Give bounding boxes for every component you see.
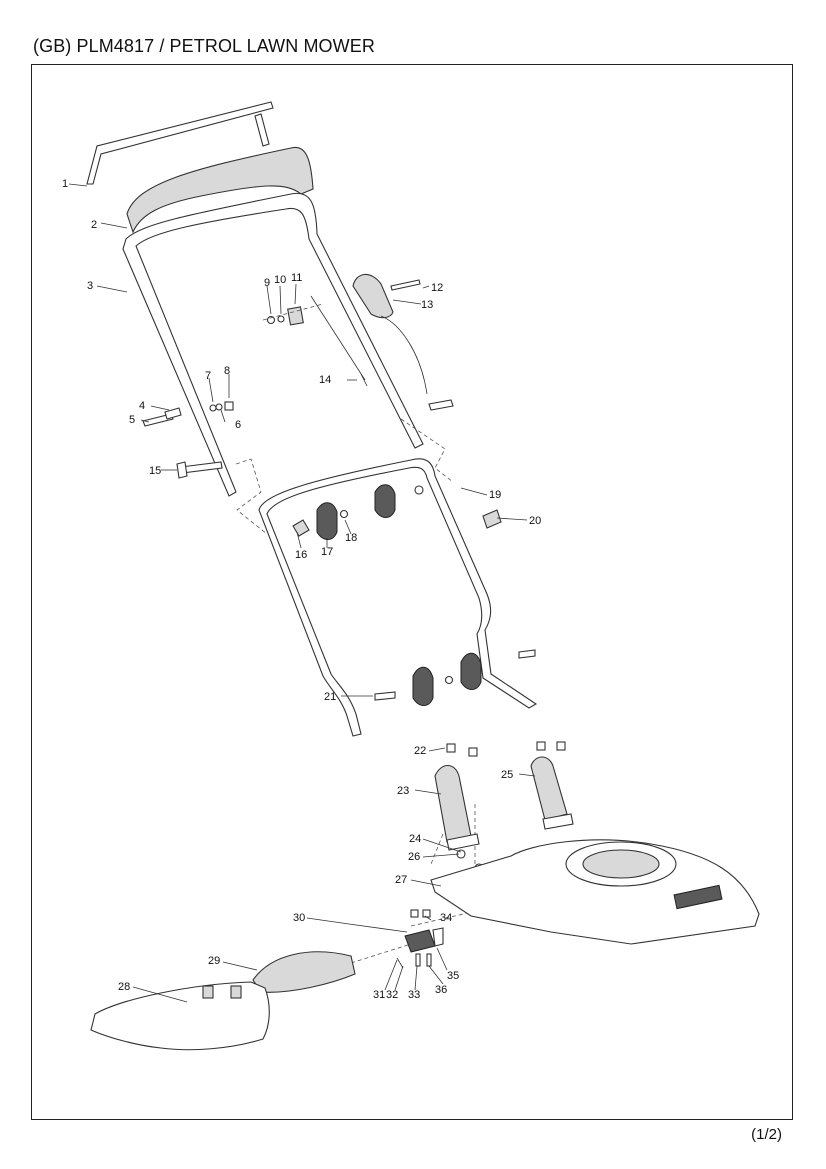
callout-10: 10 [274, 274, 286, 286]
part-12-13-throttle [352, 273, 454, 411]
part-21-lower-knob-assembly [374, 649, 536, 706]
callout-30: 30 [293, 912, 305, 924]
callout-1: 1 [62, 178, 68, 190]
part-1-bail-bar [86, 101, 274, 185]
page-number: (1/2) [751, 1126, 782, 1143]
part-3-upper-handle [122, 192, 424, 497]
parts-30-36-rear-hinge [348, 909, 444, 969]
callout-14: 14 [319, 374, 331, 386]
callout-28: 28 [118, 981, 130, 993]
part-15-knob-bolt [176, 461, 223, 479]
page-title: (GB) PLM4817 / PETROL LAWN MOWER [33, 36, 375, 56]
callout-9: 9 [264, 277, 270, 289]
callout-6: 6 [235, 419, 241, 431]
callout-22: 22 [414, 745, 426, 757]
callout-16: 16 [295, 549, 307, 561]
callout-leader-lines [68, 183, 536, 1003]
callout-24: 24 [409, 833, 421, 845]
callout-13: 13 [421, 299, 433, 311]
diagram-frame [31, 64, 793, 1120]
callout-29: 29 [208, 955, 220, 967]
part-20-cable-clip [482, 509, 502, 529]
callout-20: 20 [529, 515, 541, 527]
part-28-grass-bag [90, 981, 270, 1051]
callout-27: 27 [395, 874, 407, 886]
callout-21: 21 [324, 691, 336, 703]
callout-15: 15 [149, 465, 161, 477]
parts-22-26-height-brackets [434, 741, 574, 873]
callout-31: 31 [373, 989, 385, 1001]
callout-19: 19 [489, 489, 501, 501]
exploded-parts-diagram: 1 2 3 4 5 6 7 8 9 10 11 12 13 14 15 16 1… [62, 101, 760, 1051]
part-19-lower-handle [258, 458, 538, 737]
callout-11: 11 [291, 272, 302, 284]
part-29-rear-flap [252, 951, 356, 993]
part-2-handle-grip [126, 146, 314, 234]
callout-23: 23 [397, 785, 409, 797]
part-14-cable-rod [310, 295, 368, 387]
parts-9-11-clip [266, 306, 304, 326]
parts-4-8-fasteners [142, 401, 234, 427]
callout-36: 36 [435, 984, 447, 996]
callout-25: 25 [501, 769, 513, 781]
callout-34: 34 [440, 912, 452, 924]
callout-8: 8 [224, 365, 230, 377]
callout-18: 18 [345, 532, 357, 544]
callout-33: 33 [408, 989, 420, 1001]
callout-26: 26 [408, 851, 420, 863]
parts-16-18-knob-assembly [292, 484, 424, 540]
callout-labels: 1 2 3 4 5 6 7 8 9 10 11 12 13 14 15 16 1… [62, 178, 541, 1001]
part-27-deck [430, 839, 760, 945]
callout-2: 2 [91, 219, 97, 231]
callout-4: 4 [139, 400, 145, 412]
callout-32: 32 [386, 989, 398, 1001]
callout-17: 17 [321, 546, 333, 558]
callout-5: 5 [129, 414, 135, 426]
callout-35: 35 [447, 970, 459, 982]
callout-12: 12 [431, 282, 443, 294]
callout-3: 3 [87, 280, 93, 292]
callout-7: 7 [205, 370, 211, 382]
